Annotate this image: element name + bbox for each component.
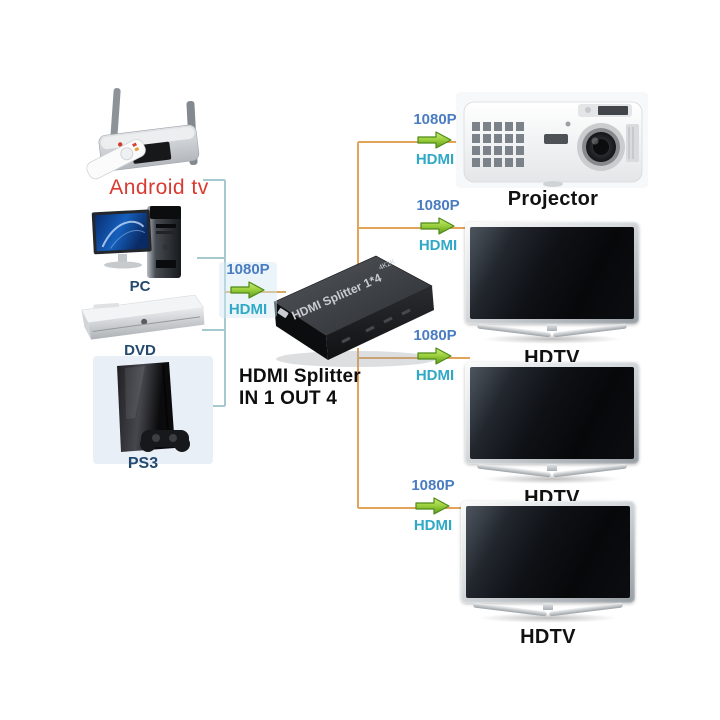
green-arrow-icon — [417, 129, 453, 151]
hdtv-2-screen — [470, 367, 634, 459]
android-tv-label: Android tv — [109, 176, 209, 199]
splitter-caption: HDMI Splitter IN 1 OUT 4 — [239, 366, 361, 410]
link-badge-hdtv-3: 1080P HDMI — [404, 478, 462, 534]
green-arrow-icon — [230, 279, 266, 301]
hdtv-1-neck — [547, 324, 557, 331]
link-badge-input: 1080P HDMI — [219, 262, 277, 318]
hdtv-3-neck — [543, 603, 553, 610]
pc-label: PC — [129, 278, 151, 295]
resolution-label: 1080P — [413, 327, 457, 344]
splitter-caption-line2: IN 1 OUT 4 — [239, 387, 338, 409]
hdtv-1: HDTV — [465, 222, 639, 370]
resolution-label: 1080P — [411, 477, 455, 494]
link-badge-hdtv-2: 1080P HDMI — [406, 328, 464, 384]
projector-image — [463, 101, 643, 187]
ps3-console-image — [93, 356, 213, 464]
green-arrow-icon — [417, 345, 453, 367]
link-badge-hdtv-1: 1080P HDMI — [409, 198, 467, 254]
hdmi-label: HDMI — [415, 151, 455, 168]
resolution-label: 1080P — [413, 111, 457, 128]
hdtv-2: HDTV — [465, 362, 639, 510]
splitter-caption-line1: HDMI Splitter — [239, 366, 361, 387]
hdmi-label: HDMI — [413, 517, 453, 534]
green-arrow-icon — [420, 215, 456, 237]
resolution-label: 1080P — [416, 197, 460, 214]
hdtv-2-stand — [465, 463, 639, 484]
hdtv-3-stand — [461, 602, 635, 623]
android-tv-box-image — [86, 88, 200, 180]
hdtv-1-stand — [465, 323, 639, 344]
link-badge-projector: 1080P HDMI — [406, 112, 464, 168]
hdtv-2-neck — [547, 464, 557, 471]
hdtv-3-frame — [461, 501, 635, 603]
hdmi-splitter-device-image: HDMI Splitter 1*4 4K2K — [273, 255, 436, 367]
hdtv-3-screen — [466, 506, 630, 598]
resolution-label: 1080P — [226, 261, 270, 278]
hdtv-1-frame — [465, 222, 639, 324]
ps3-label: PS3 — [127, 455, 159, 472]
hdmi-label: HDMI — [415, 367, 455, 384]
hdtv-1-screen — [470, 227, 634, 319]
hdtv-2-shadow — [482, 474, 622, 484]
hdtv-3-shadow — [478, 613, 618, 623]
hdmi-label: HDMI — [228, 301, 268, 318]
hdmi-label: HDMI — [418, 237, 458, 254]
dvd-player-image — [80, 294, 205, 340]
dvd-label: DVD — [124, 342, 156, 359]
hdtv-3: HDTV — [461, 501, 635, 649]
hdtv-3-label: HDTV — [520, 626, 576, 648]
hdtv-1-shadow — [482, 334, 622, 344]
hdtv-2-frame — [465, 362, 639, 464]
green-arrow-icon — [415, 495, 451, 517]
pc-image — [91, 206, 181, 278]
projector-label: Projector — [507, 188, 599, 210]
